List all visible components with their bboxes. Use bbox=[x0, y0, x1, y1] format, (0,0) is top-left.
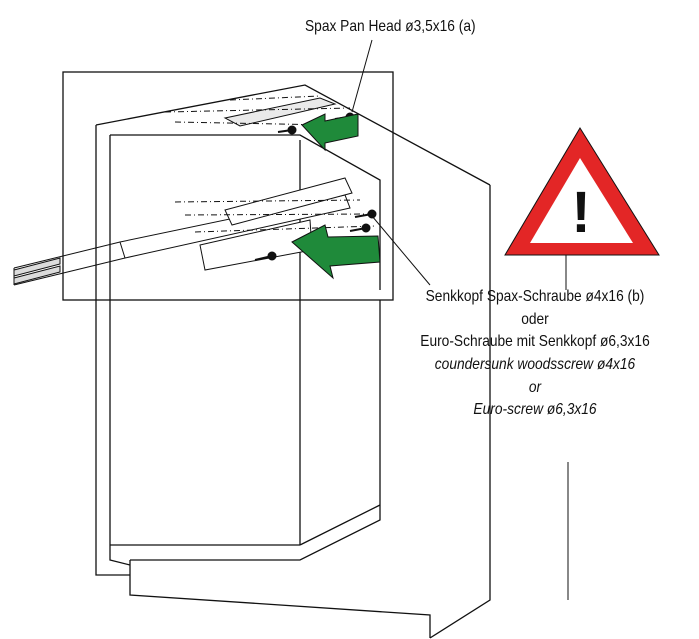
leader-lines bbox=[351, 39, 569, 600]
b-screw-label-line4: coundersunk woodsscrew ø4x16 bbox=[434, 356, 636, 373]
drawer-slide bbox=[13, 177, 376, 286]
b-screw-label-line3: Euro-Schraube mit Senkkopf ø6,3x16 bbox=[420, 333, 650, 350]
cabinet bbox=[95, 84, 491, 639]
warning-symbol: ! bbox=[571, 180, 590, 245]
b-screw-label-line6: Euro-screw ø6,3x16 bbox=[473, 401, 597, 418]
b-screw-label-line1: Senkkopf Spax-Schraube ø4x16 (b) bbox=[425, 288, 645, 305]
top-rail bbox=[164, 95, 351, 127]
detail-frame bbox=[62, 71, 394, 301]
warning-triangle-icon: ! bbox=[504, 127, 660, 256]
b-screw-label-line5: or bbox=[528, 379, 542, 396]
arrow-right-icon bbox=[291, 113, 381, 280]
top-screw-label: Spax Pan Head ø3,5x16 (a) bbox=[305, 18, 476, 35]
b-screw-label-line2: oder bbox=[521, 311, 549, 328]
